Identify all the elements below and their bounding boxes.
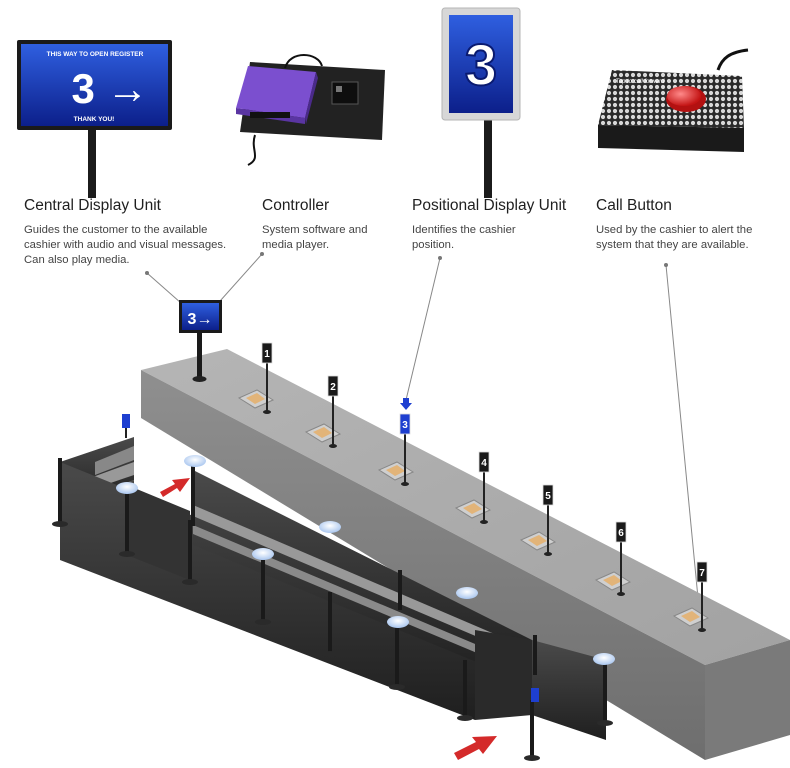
register-pad-2: [304, 423, 342, 443]
central-display-description: Guides the customer to the available cas…: [24, 224, 227, 266]
register-pole-6: [620, 542, 622, 594]
register-pole-4: [483, 472, 485, 522]
register-number-3: 3: [402, 420, 408, 431]
register-pole-base-1: [263, 410, 271, 414]
register-pad-5: [519, 531, 557, 551]
positional-display-title: Positional Display Unit: [412, 197, 567, 214]
controller-title: Controller: [262, 197, 330, 214]
register-counter: [141, 349, 790, 760]
register-number-1: 1: [264, 349, 270, 360]
register-pole-1: [266, 363, 268, 412]
controller-description: System software and media player.: [262, 224, 368, 251]
register-pad-7: [672, 607, 710, 627]
register-pad-4: [454, 499, 492, 519]
register-pole-base-7: [698, 628, 706, 632]
positional-pointer-arrow: [400, 398, 412, 410]
central-screen-big-text: 3 →: [71, 65, 148, 112]
product-illustrations: THIS WAY TO OPEN REGISTER 3 → THANK YOU!…: [17, 7, 749, 198]
register-sign-7: [696, 561, 708, 583]
central-mini-sign-text: 3→: [188, 311, 213, 328]
register-pole-3: [404, 434, 406, 484]
register-stations: 1 2 3 4 5 6 7: [237, 342, 710, 632]
register-pad-3: [377, 461, 415, 481]
register-pole-base-6: [617, 592, 625, 596]
register-number-7: 7: [699, 568, 705, 579]
register-pole-base-2: [329, 444, 337, 448]
positional-screen-number: 3: [465, 33, 497, 98]
register-number-5: 5: [545, 491, 551, 502]
flow-arrows: [160, 478, 497, 760]
central-display-title: Central Display Unit: [24, 197, 161, 214]
queue-barriers: [52, 414, 615, 761]
register-sign-6: [615, 521, 627, 543]
register-sign-3: [399, 413, 411, 435]
register-number-6: 6: [618, 528, 624, 539]
register-pole-7: [701, 582, 703, 630]
central-display-image: THIS WAY TO OPEN REGISTER 3 → THANK YOU!: [17, 40, 172, 198]
call-button-image: Tap to call forward: [598, 48, 749, 152]
register-pole-2: [332, 396, 334, 446]
central-screen-bottom-text: THANK YOU!: [74, 116, 115, 123]
register-number-2: 2: [330, 382, 336, 393]
register-sign-4: [478, 451, 490, 473]
register-pole-base-3: [401, 482, 409, 486]
register-number-4: 4: [481, 458, 487, 469]
positional-display-description: Identifies the cashier position.: [412, 224, 516, 251]
register-sign-5: [542, 484, 554, 506]
call-button-description: Used by the cashier to alert the system …: [596, 224, 753, 251]
register-pad-6: [594, 571, 632, 591]
register-pad-1: [237, 389, 275, 409]
register-sign-2: [327, 375, 339, 397]
register-pole-base-5: [544, 552, 552, 556]
register-sign-1: [261, 342, 273, 364]
controller-image: [236, 54, 385, 166]
register-pole-5: [547, 505, 549, 554]
central-display-mini: 3→: [179, 300, 222, 382]
positional-display-image: 3: [441, 7, 521, 198]
leader-lines: [146, 253, 699, 599]
register-pole-base-4: [480, 520, 488, 524]
call-button-device-text: Tap to call forward: [616, 79, 665, 85]
call-button-title: Call Button: [596, 197, 672, 214]
central-screen-top-text: THIS WAY TO OPEN REGISTER: [47, 51, 144, 58]
